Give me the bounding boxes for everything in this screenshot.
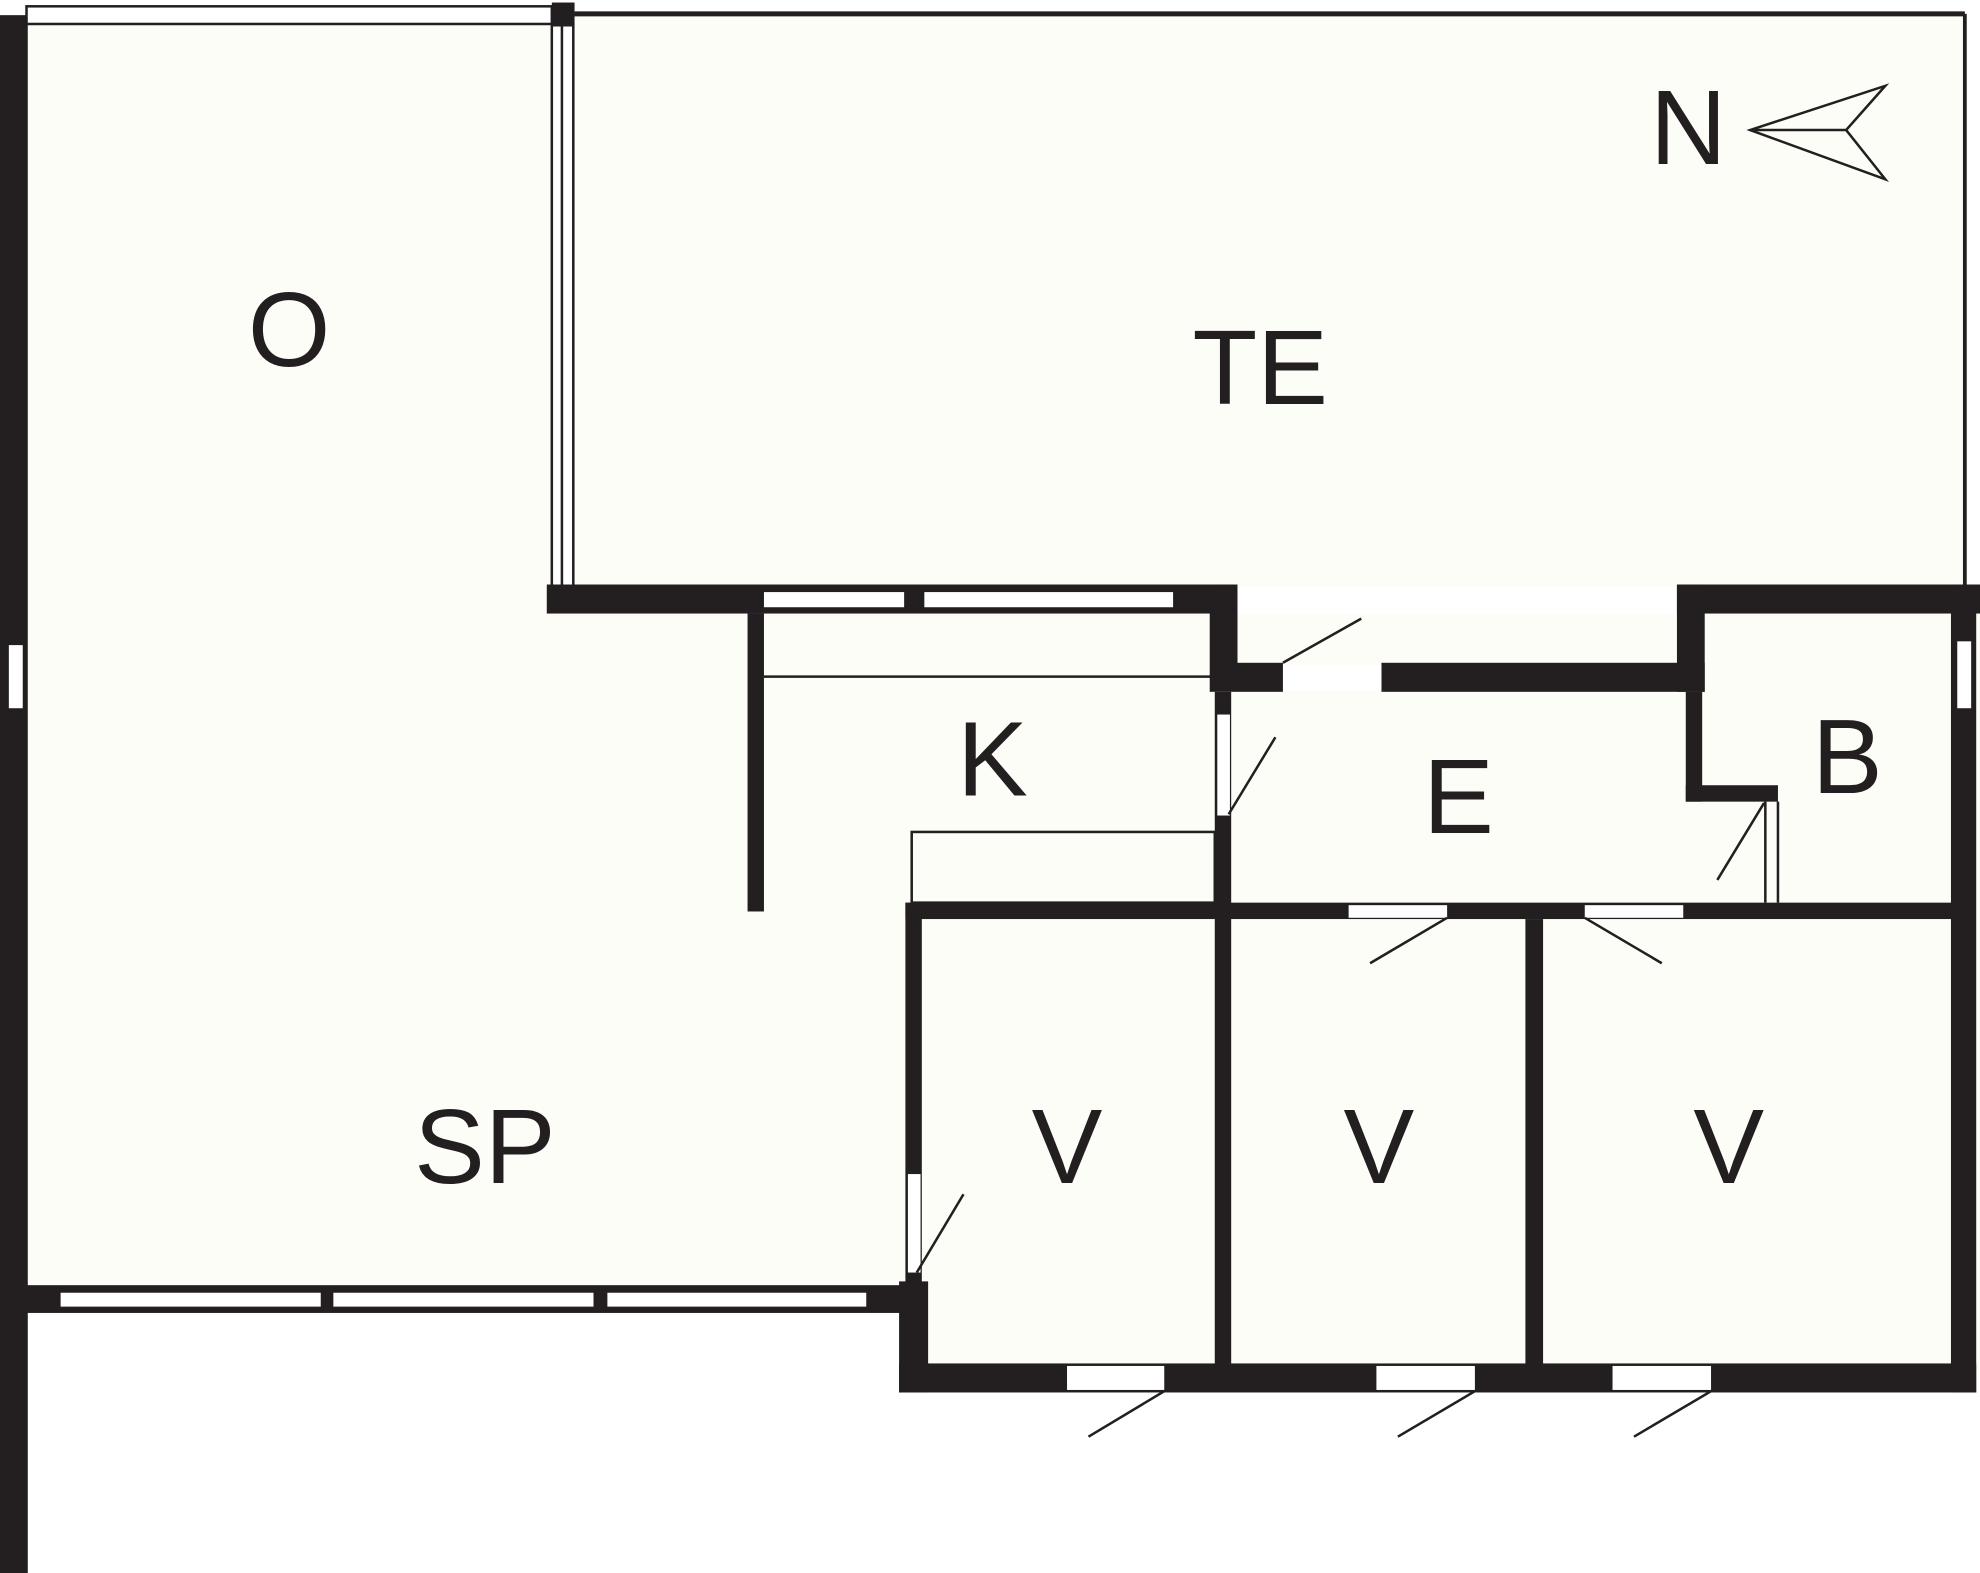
- room-label-v2: V: [1344, 1088, 1415, 1206]
- door-entrance[interactable]: [1282, 617, 1362, 664]
- window-right: [1954, 638, 1974, 711]
- compass-label: N: [1650, 69, 1727, 187]
- room-label-v3: V: [1693, 1088, 1764, 1206]
- wall-k-sp: [747, 613, 764, 912]
- door-outside-3[interactable]: [1633, 1390, 1712, 1438]
- room-label-v1: V: [1032, 1088, 1103, 1206]
- room-label-b: B: [1812, 698, 1883, 816]
- room-fills: [27, 12, 1980, 1372]
- room-label-o: O: [248, 271, 331, 389]
- terrace-outline: [574, 11, 1967, 588]
- window-sp-2: [330, 1290, 597, 1310]
- wall-left: [0, 15, 28, 1573]
- door-v2[interactable]: [1369, 916, 1448, 965]
- door-b[interactable]: [1716, 802, 1766, 881]
- window-k-1: [761, 589, 907, 610]
- door-outside-2[interactable]: [1397, 1390, 1476, 1438]
- window-k-2: [921, 589, 1176, 610]
- window-sp-3: [604, 1290, 869, 1310]
- window-sp-1: [58, 1290, 324, 1310]
- window-o-top: [25, 5, 554, 26]
- room-label-e: E: [1423, 738, 1494, 856]
- north-arrow-icon: [1746, 83, 1890, 182]
- room-label-k: K: [957, 700, 1028, 818]
- room-label-te: TE: [1192, 309, 1328, 427]
- door-outside-1[interactable]: [1087, 1390, 1165, 1438]
- window-left: [6, 642, 26, 711]
- room-label-sp: SP: [414, 1088, 555, 1206]
- door-k-e[interactable]: [1227, 736, 1277, 815]
- door-v3[interactable]: [1584, 916, 1663, 965]
- wall-right: [1950, 584, 1977, 1393]
- door-v1[interactable]: [915, 1193, 965, 1274]
